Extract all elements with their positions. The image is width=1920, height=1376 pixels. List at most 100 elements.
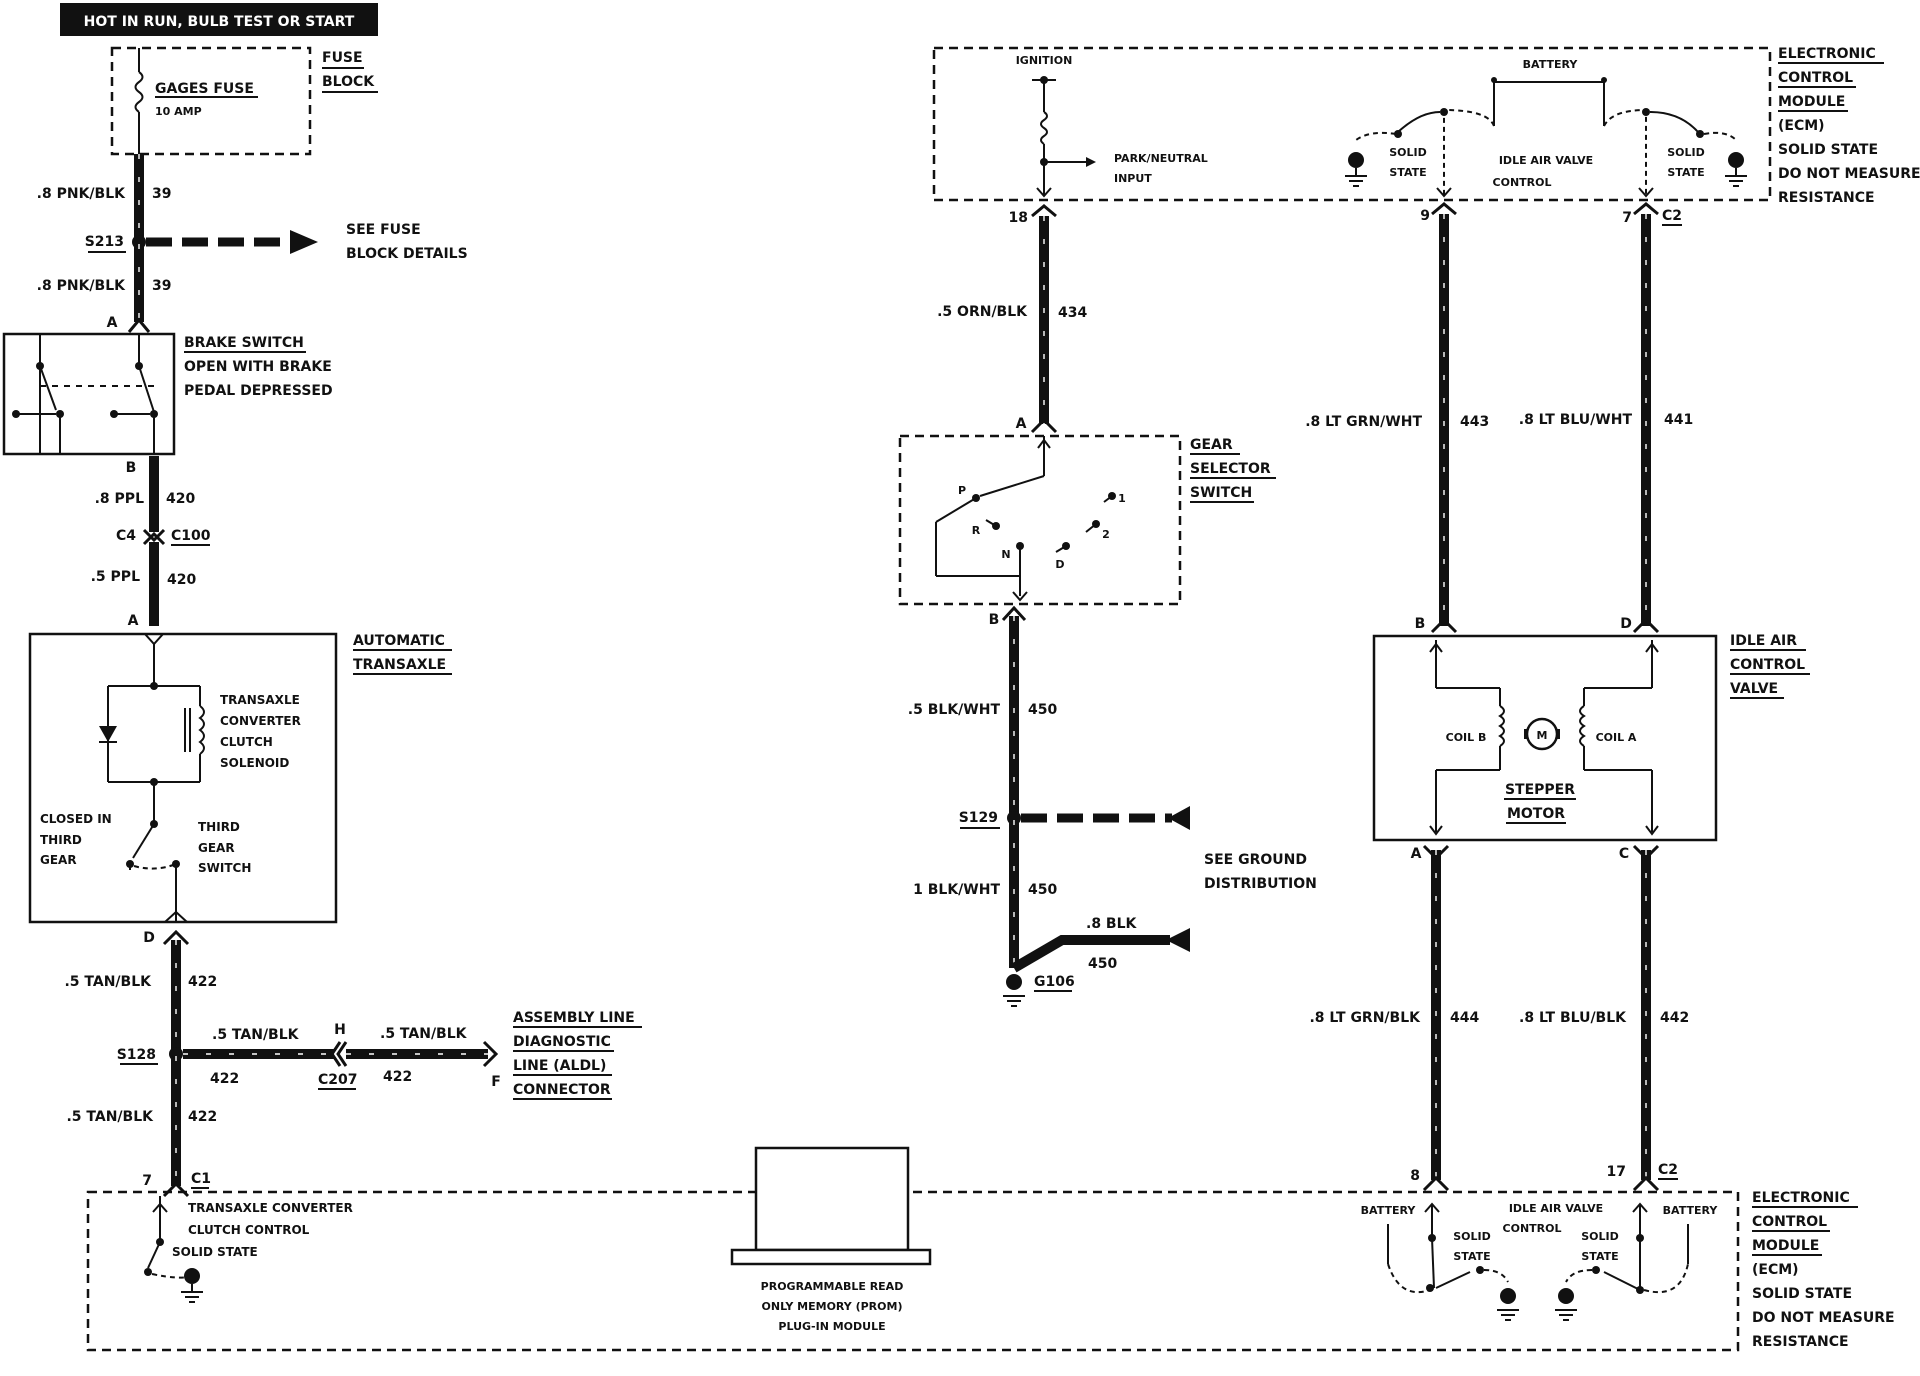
tcc-line-3: SOLID STATE <box>172 1245 258 1259</box>
wire-441-gauge: .8 LT BLU/WHT <box>1519 412 1633 428</box>
prom-line-2: ONLY MEMORY (PROM) <box>762 1300 903 1313</box>
wire-420-upper: B .8 PPL 420 <box>95 456 195 532</box>
brake-pin-a: A <box>107 315 118 331</box>
ecm-top-label-3: MODULE <box>1778 94 1845 110</box>
connector-c100-label: C100 <box>171 528 211 544</box>
third-gear-switch-line-3: SWITCH <box>198 861 251 875</box>
iacv-pin-c: C <box>1619 846 1629 862</box>
stepper-motor-line-1: STEPPER <box>1505 782 1575 798</box>
wire-422-branch-number: 422 <box>210 1071 239 1087</box>
ecm-bottom-label-3: MODULE <box>1752 1238 1819 1254</box>
ecm-top-ss-right-2: STATE <box>1667 166 1704 179</box>
brake-switch-line-3: PEDAL DEPRESSED <box>184 383 333 399</box>
idle-air-control-valve: M COIL B COIL A STEPPER MOTOR IDLE AIR C… <box>1372 633 1810 842</box>
solenoid-line-2: CONVERTER <box>220 714 301 728</box>
ecm-top-label-6: DO NOT MEASURE <box>1778 166 1920 182</box>
connector-c207: H C207 <box>318 1022 358 1090</box>
iacv-pin-b: B <box>1415 616 1426 632</box>
gear-selector-pin-a: A <box>1016 416 1027 432</box>
see-fuse-line-2: BLOCK DETAILS <box>346 246 468 262</box>
gear-pos-2: 2 <box>1102 528 1110 541</box>
automatic-transaxle: TRANSAXLE CONVERTER CLUTCH SOLENOID CLOS… <box>28 632 452 924</box>
wire-450-lower-gauge: 1 BLK/WHT <box>913 882 1000 898</box>
prom-line-1: PROGRAMMABLE READ <box>761 1280 904 1293</box>
wire-420-lower: .5 PPL 420 A <box>91 542 196 629</box>
transaxle-pin-a: A <box>128 613 139 629</box>
ecm-bottom-label-6: DO NOT MEASURE <box>1752 1310 1895 1326</box>
ground-g106: G106 <box>1002 974 1075 1007</box>
ecm-top-label-4: (ECM) <box>1778 118 1825 134</box>
tcc-line-1: TRANSAXLE CONVERTER <box>188 1201 353 1215</box>
aldl-connector: ASSEMBLY LINE DIAGNOSTIC LINE (ALDL) CON… <box>513 1010 642 1100</box>
fuse-rating: 10 AMP <box>155 105 202 118</box>
iacv-pin-d: D <box>1620 616 1632 632</box>
fuse-block-label-1: FUSE <box>322 50 363 66</box>
wire-442-number: 442 <box>1660 1010 1689 1026</box>
connector-c207-pin-h: H <box>334 1022 346 1038</box>
ecm-top-pin-9: 9 <box>1420 208 1430 224</box>
ecm-c1-pin: 7 <box>142 1173 152 1189</box>
wire-422-lower: .5 TAN/BLK 422 7 C1 <box>66 1056 217 1198</box>
ecm-top-park-neutral-2: INPUT <box>1114 172 1152 185</box>
fuse-block-label-2: BLOCK <box>322 74 375 90</box>
ecm-bottom: TRANSAXLE CONVERTER CLUTCH CONTROL SOLID… <box>86 1146 1895 1352</box>
iacv-coil-b: COIL B <box>1446 731 1487 744</box>
wire-39-lower: .8 PNK/BLK 39 A <box>37 244 171 333</box>
ecm-top: IGNITION PARK/NEUTRAL INPUT BATTERY <box>932 46 1920 226</box>
tcc-line-2: CLUTCH CONTROL <box>188 1223 310 1237</box>
ecm-bottom-ss-left-1: SOLID <box>1453 1230 1491 1243</box>
connector-c100: C4 C100 <box>116 528 211 546</box>
transaxle-pin-d: D <box>143 930 155 946</box>
splice-s213: S213 SEE FUSE BLOCK DETAILS <box>85 222 468 262</box>
ecm-bottom-battery-left: BATTERY <box>1361 1204 1417 1217</box>
ecm-bottom-label-1: ELECTRONIC <box>1752 1190 1850 1206</box>
solenoid-line-4: SOLENOID <box>220 756 289 770</box>
ecm-top-label-5: SOLID STATE <box>1778 142 1878 158</box>
wire-422-to-aldl: .5 TAN/BLK 422 F <box>346 1026 501 1090</box>
gear-selector-switch: P R N D 2 1 GEAR SELECTOR SWITCH <box>898 434 1276 606</box>
aldl-line-1: ASSEMBLY LINE <box>513 1010 635 1026</box>
connector-c4: C4 <box>116 528 136 544</box>
gear-selector-pin-b: B <box>989 612 1000 628</box>
closed-in-line-1: CLOSED IN <box>40 812 112 826</box>
ecm-bottom-pin-8: 8 <box>1410 1168 1420 1184</box>
ecm-top-iac-2: CONTROL <box>1493 176 1552 189</box>
wire-450-upper-gauge: .5 BLK/WHT <box>908 702 1001 718</box>
wire-420-upper-number: 420 <box>166 491 195 507</box>
third-gear-switch-line-2: GEAR <box>198 841 235 855</box>
gear-pos-1: 1 <box>1118 492 1126 505</box>
wire-450-upper-number: 450 <box>1028 702 1057 718</box>
gear-pos-d: D <box>1055 558 1064 571</box>
gear-pos-n: N <box>1001 548 1010 561</box>
gear-selector-label-3: SWITCH <box>1190 485 1252 501</box>
ecm-bottom-ss-right-2: STATE <box>1581 1250 1618 1263</box>
ecm-top-label-2: CONTROL <box>1778 70 1853 86</box>
ecm-bottom-iac-2: CONTROL <box>1503 1222 1562 1235</box>
brake-switch-title: BRAKE SWITCH <box>184 335 304 351</box>
prom-line-3: PLUG-IN MODULE <box>778 1320 885 1333</box>
wire-443: .8 LT GRN/WHT 443 B <box>1305 202 1489 634</box>
ecm-top-battery: BATTERY <box>1523 58 1579 71</box>
gear-pos-p: P <box>958 484 966 497</box>
wire-422-upper: D .5 TAN/BLK 422 <box>64 929 217 1052</box>
splice-s129: S129 SEE GROUND DISTRIBUTION <box>959 806 1317 892</box>
ecm-bottom-label-4: (ECM) <box>1752 1262 1799 1278</box>
ecm-top-label-1: ELECTRONIC <box>1778 46 1876 62</box>
closed-in-line-2: THIRD <box>40 833 82 847</box>
fuse-block: GAGES FUSE 10 AMP FUSE BLOCK <box>110 46 378 156</box>
wire-442-gauge: .8 LT BLU/BLK <box>1519 1010 1627 1026</box>
wire-39-lower-number: 39 <box>152 278 171 294</box>
gear-pos-r: R <box>972 524 981 537</box>
aldl-line-3: LINE (ALDL) <box>513 1058 606 1074</box>
fuse-name: GAGES FUSE <box>155 81 254 97</box>
ecm-top-pin-18: 18 <box>1009 210 1028 226</box>
solenoid-line-3: CLUTCH <box>220 735 273 749</box>
ground-g106-label: G106 <box>1034 974 1075 990</box>
wire-422-upper-gauge: .5 TAN/BLK <box>64 974 152 990</box>
ecm-bottom-label-2: CONTROL <box>1752 1214 1827 1230</box>
wire-39-upper: .8 PNK/BLK 39 <box>37 154 171 240</box>
wire-443-number: 443 <box>1460 414 1489 430</box>
see-fuse-line-1: SEE FUSE <box>346 222 421 238</box>
wire-434-gauge: .5 ORN/BLK <box>937 304 1028 320</box>
